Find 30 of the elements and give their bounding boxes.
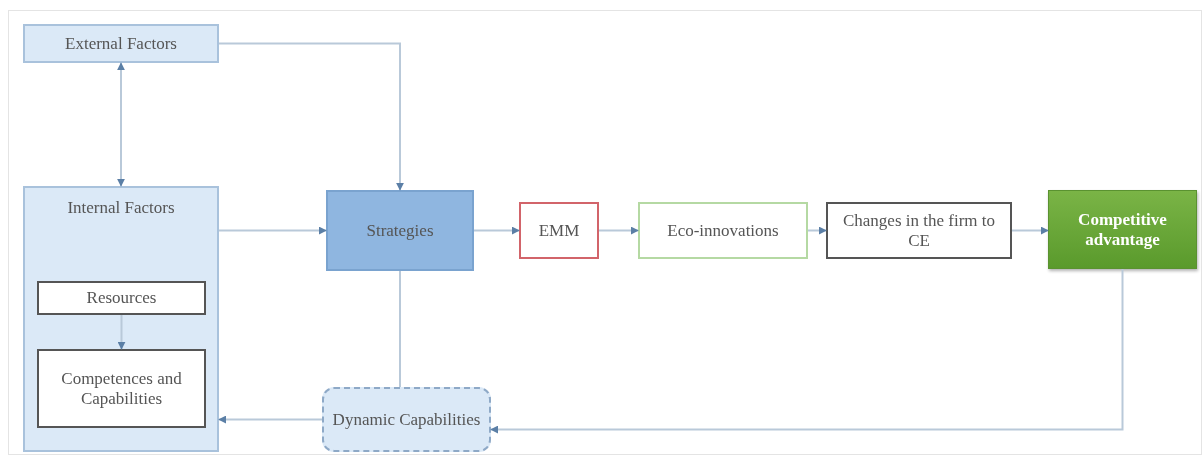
box-label: Changes in the firm to CE bbox=[842, 210, 996, 251]
box-label: Dynamic Capabilities bbox=[332, 409, 481, 430]
process-box bbox=[37, 349, 206, 428]
arrow bbox=[218, 226, 327, 235]
rounded-dashed-box bbox=[322, 387, 491, 452]
arrow bbox=[807, 226, 827, 235]
arrow bbox=[218, 415, 323, 424]
box-label: Resources bbox=[86, 288, 157, 308]
group-box bbox=[23, 186, 219, 452]
box-label: EMM bbox=[538, 220, 580, 241]
arrow bbox=[1011, 226, 1049, 235]
arrow bbox=[218, 42, 404, 191]
process-box bbox=[638, 202, 808, 259]
process-box bbox=[23, 24, 219, 63]
box-label: Competences and Capabilities bbox=[60, 368, 183, 409]
process-box bbox=[326, 190, 474, 271]
process-box bbox=[37, 281, 206, 315]
box-label: Competitive advantage bbox=[1077, 209, 1168, 250]
arrow bbox=[490, 268, 1124, 434]
arrow bbox=[117, 62, 125, 187]
arrow bbox=[473, 226, 520, 235]
group-heading: Internal Factors bbox=[67, 198, 175, 218]
box-label: External Factors bbox=[65, 33, 177, 54]
process-box bbox=[826, 202, 1012, 259]
box-label: Eco-innovations bbox=[667, 220, 779, 241]
arrow bbox=[117, 314, 126, 350]
arrow bbox=[598, 226, 639, 235]
box-label: Strategies bbox=[366, 220, 434, 241]
process-box bbox=[519, 202, 599, 259]
highlight-box bbox=[1048, 190, 1197, 269]
